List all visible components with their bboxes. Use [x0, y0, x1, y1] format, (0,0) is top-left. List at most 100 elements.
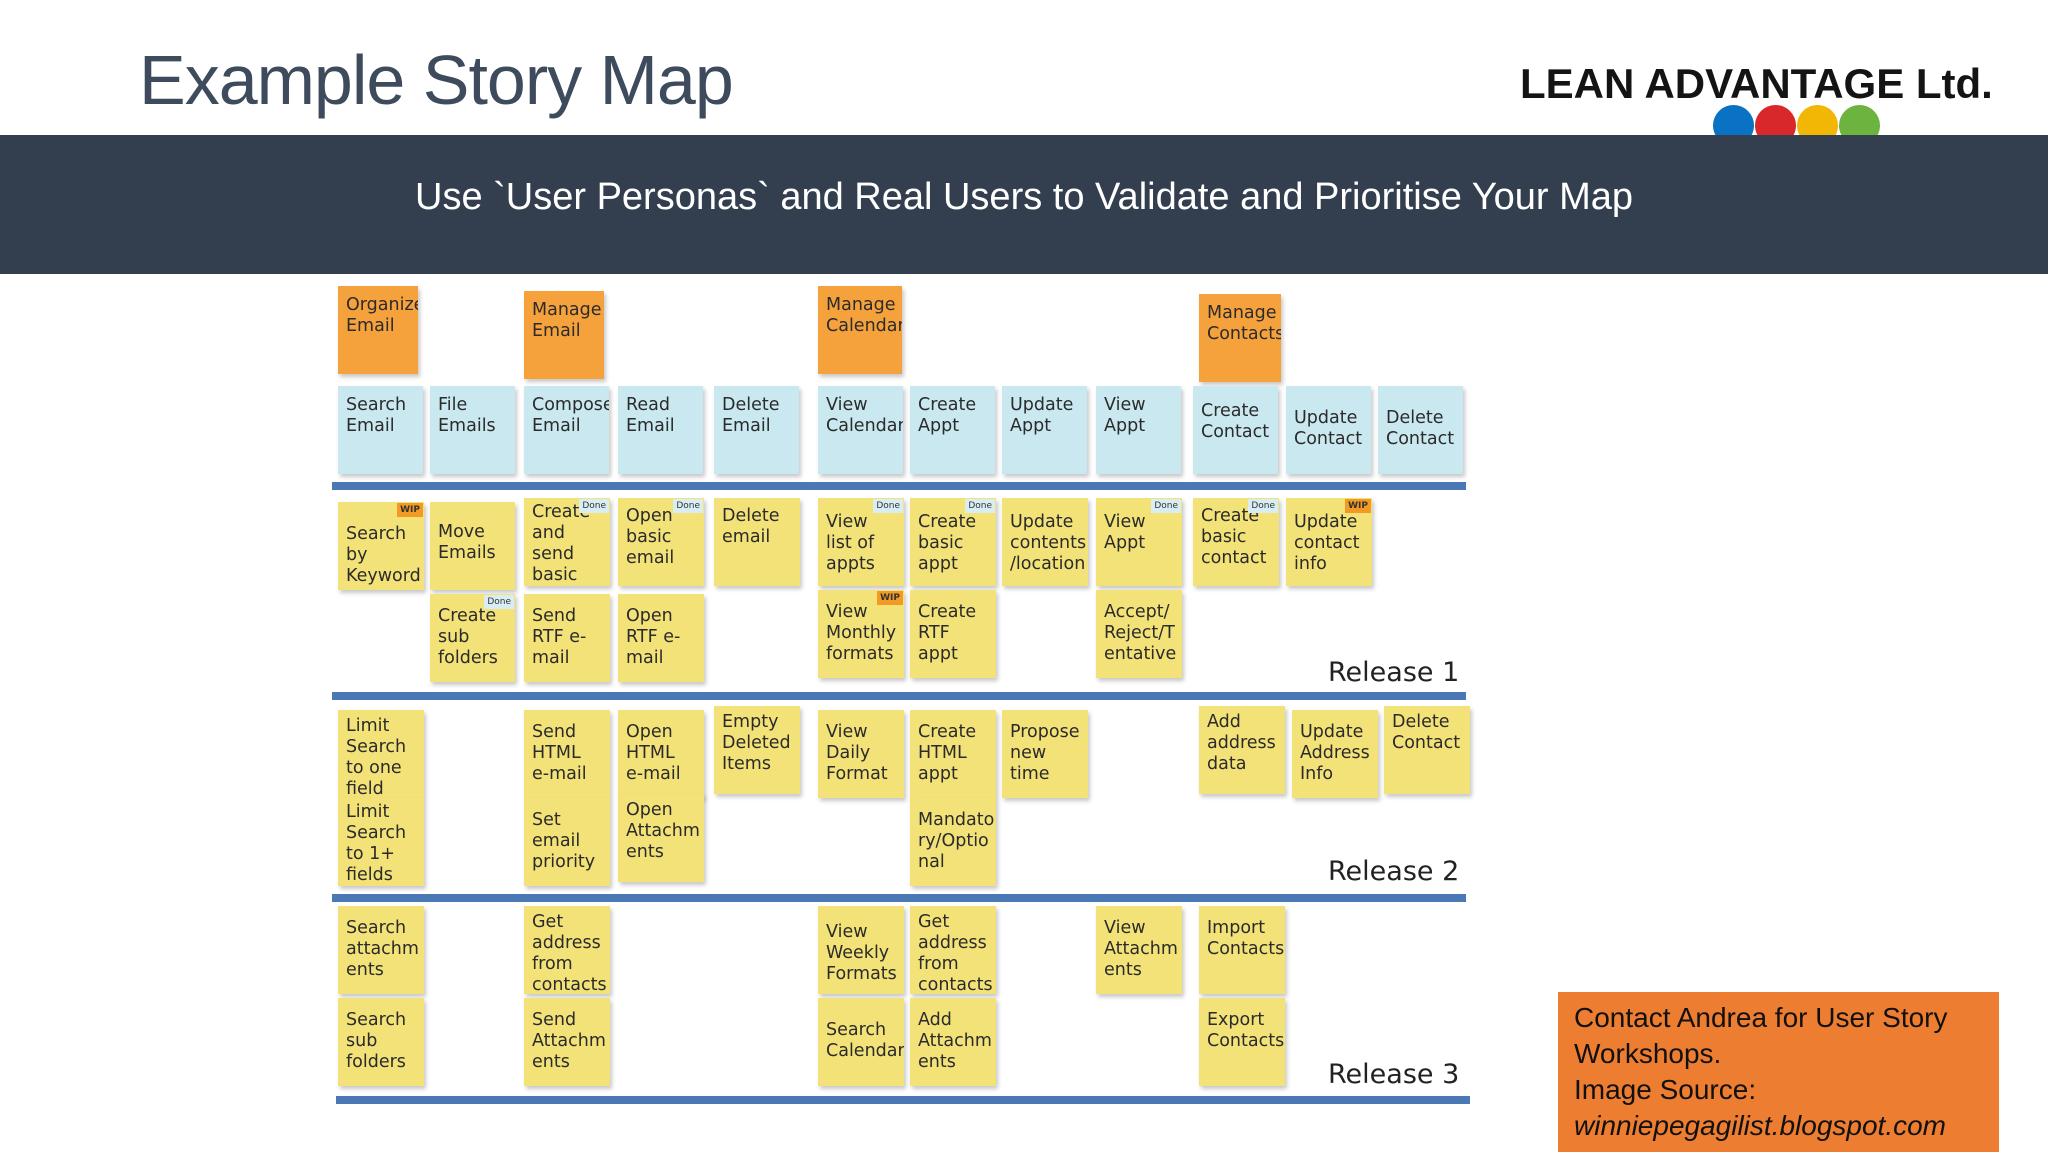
activity-card: Manage Email — [524, 291, 604, 379]
release-line — [332, 692, 1466, 700]
story-label: Open HTML e-mail — [626, 722, 681, 784]
task-card: Search Email — [338, 386, 423, 474]
story-label: Empty Deleted Items — [722, 712, 791, 774]
activity-card: Organize Email — [338, 286, 418, 374]
story-card: Search Calendar — [818, 998, 904, 1086]
task-card: Update Contact — [1286, 386, 1371, 474]
story-label: View Weekly Formats — [826, 922, 897, 984]
task-label: Update Contact — [1294, 408, 1363, 449]
story-label: Create basic appt — [918, 512, 977, 574]
task-card: View Calendar — [818, 386, 903, 474]
contact-line: Workshops. — [1574, 1038, 1722, 1069]
task-label: View Calendar — [826, 395, 903, 436]
task-label: Create Appt — [918, 395, 977, 436]
story-label: Propose new time — [1010, 722, 1080, 784]
task-card: Compose Email — [524, 386, 609, 474]
subtitle-banner — [0, 135, 2048, 274]
story-card: Delete email — [714, 498, 800, 586]
story-label: Add address data — [1207, 712, 1276, 774]
story-label: Search by Keyword — [346, 524, 421, 586]
story-label: Add Attachm ents — [918, 1010, 992, 1072]
story-card: View Daily Format — [818, 710, 904, 798]
task-card: Read Email — [618, 386, 703, 474]
story-label: Import Contacts — [1207, 918, 1285, 959]
task-card: Delete Email — [714, 386, 799, 474]
story-label: Create RTF appt — [918, 602, 977, 664]
story-label: Send HTML e-mail — [532, 722, 587, 784]
brand-logo-text: LEAN ADVANTAGE Ltd. — [1520, 60, 1993, 107]
story-card: Get address from contacts — [910, 906, 996, 994]
story-label: View Monthly formats — [826, 602, 897, 664]
done-tag: Done — [965, 499, 995, 513]
image-source-link[interactable]: winniepegagilist.blogspot.com — [1574, 1110, 1946, 1141]
story-card: View Weekly Formats — [818, 906, 904, 994]
task-card: Update Appt — [1002, 386, 1087, 474]
release-line — [336, 1096, 1470, 1104]
story-card: Update Address Info — [1292, 710, 1378, 798]
story-label: Send RTF e-mail — [532, 606, 587, 668]
story-card: Update contents /location — [1002, 498, 1088, 586]
story-card: Add address data — [1199, 706, 1285, 794]
contact-line: Contact Andrea for User Story — [1574, 1002, 1948, 1033]
task-label: Delete Contact — [1386, 408, 1455, 449]
activity-label: Organize Email — [346, 295, 418, 336]
release-label: Release 1 — [1328, 657, 1460, 688]
done-tag: Done — [1248, 499, 1278, 513]
story-card: Delete Contact — [1384, 706, 1470, 794]
activity-label: Manage Email — [532, 300, 602, 341]
backbone-line — [332, 482, 1466, 490]
story-card: Send RTF e-mail — [524, 594, 610, 682]
story-label: Limit Search to 1+ fields — [346, 802, 407, 885]
story-card: Create RTF appt — [910, 590, 996, 678]
task-label: Search Email — [346, 395, 407, 436]
story-label: Delete Contact — [1392, 712, 1461, 753]
story-card: Create HTML appt — [910, 710, 996, 798]
story-label: View Attachm ents — [1104, 918, 1178, 980]
story-card: Get address from contacts — [524, 906, 610, 994]
story-card: Send HTML e-mail — [524, 710, 610, 798]
task-label: Delete Email — [722, 395, 780, 436]
activity-card: Manage Calendar — [818, 286, 902, 374]
story-label: Open RTF e-mail — [626, 606, 681, 668]
story-card: Search attachm ents — [338, 906, 424, 994]
story-label: Set email priority — [532, 810, 596, 872]
story-label: Delete email — [722, 506, 780, 547]
story-label: Limit Search to one field — [346, 716, 407, 798]
story-card: Accept/ Reject/T entative — [1096, 590, 1182, 678]
story-label: Search attachm ents — [346, 918, 419, 980]
story-label: View Appt — [1104, 512, 1146, 553]
story-label: Open basic email — [626, 506, 675, 568]
story-card: Empty Deleted Items — [714, 706, 800, 794]
banner-text: Use `User Personas` and Real Users to Va… — [415, 176, 1633, 218]
activity-label: Manage Calendar — [826, 295, 902, 336]
story-label: Create HTML appt — [918, 722, 977, 784]
story-card: Propose new time — [1002, 710, 1088, 798]
release-label: Release 3 — [1328, 1059, 1460, 1090]
story-card: Open Attachm ents — [618, 794, 704, 882]
story-card: Send Attachm ents — [524, 998, 610, 1086]
story-map-board: Organize Email Manage Email Manage Calen… — [318, 274, 1480, 1112]
done-tag: Done — [484, 595, 514, 609]
done-tag: Done — [1151, 499, 1181, 513]
task-label: View Appt — [1104, 395, 1146, 436]
story-label: Create and send basic email — [532, 502, 591, 585]
story-card: Move Emails — [430, 502, 515, 590]
story-card: Limit Search to 1+ fields — [338, 798, 424, 886]
story-card: Set email priority — [524, 798, 610, 886]
release-line — [332, 894, 1466, 902]
story-card: Open RTF e-mail — [618, 594, 704, 682]
task-card: File Emails — [430, 386, 515, 474]
story-card: Mandato ry/Optio nal — [910, 798, 996, 886]
story-card: Add Attachm ents — [910, 998, 996, 1086]
story-label: Get address from contacts — [532, 912, 607, 994]
task-card: Create Appt — [910, 386, 995, 474]
story-label: Open Attachm ents — [626, 800, 700, 862]
task-label: File Emails — [438, 395, 496, 436]
